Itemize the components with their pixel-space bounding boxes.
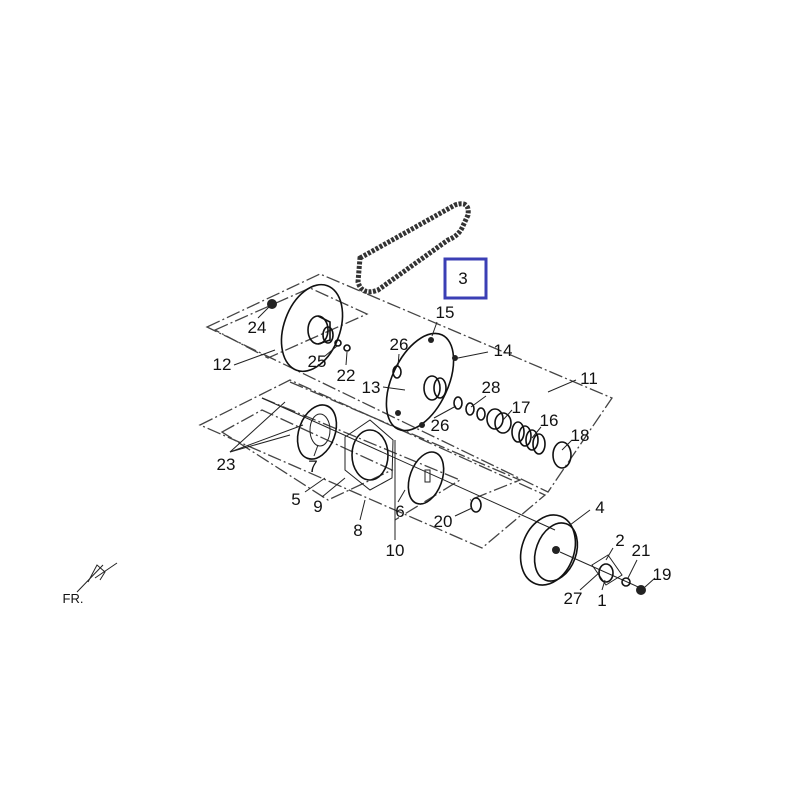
assembly-frame-12	[213, 287, 369, 359]
assembly-frame-5	[220, 409, 394, 501]
callout-11[interactable]: 11	[580, 369, 598, 388]
assembly-frame-11	[205, 273, 613, 493]
assembly-frame-inner	[289, 381, 522, 501]
callout-18[interactable]: 18	[571, 426, 590, 445]
clutch-outer	[519, 514, 646, 595]
front-direction-arrow-icon	[76, 562, 118, 593]
callout-21[interactable]: 21	[632, 541, 651, 560]
callout-15[interactable]: 15	[436, 303, 455, 322]
driven-face	[385, 332, 458, 432]
callout-28[interactable]: 28	[482, 378, 501, 397]
callout-5[interactable]: 5	[291, 490, 300, 509]
drive-belt	[355, 201, 471, 295]
clutch-assembly	[261, 397, 556, 531]
callout-7[interactable]: 7	[308, 457, 317, 476]
callout-26b[interactable]: 26	[431, 416, 450, 435]
callout-2[interactable]: 2	[615, 531, 624, 550]
callout-4[interactable]: 4	[595, 498, 604, 517]
leader-lines	[229, 305, 656, 591]
spring-parts	[453, 396, 572, 469]
callout-24[interactable]: 24	[248, 318, 267, 337]
assembly-frame-lower	[261, 397, 462, 521]
callout-8[interactable]: 8	[353, 521, 362, 540]
callout-13[interactable]: 13	[362, 378, 381, 397]
callout-22[interactable]: 22	[337, 366, 356, 385]
callout-3[interactable]: 3	[458, 269, 467, 288]
assembly-frame-clutch	[198, 379, 547, 549]
callout-1[interactable]: 1	[597, 591, 606, 610]
callout-9[interactable]: 9	[313, 497, 322, 516]
callout-6[interactable]: 6	[395, 502, 404, 521]
callout-10[interactable]: 10	[386, 541, 405, 560]
callout-16[interactable]: 16	[540, 411, 559, 430]
highlight-box	[443, 257, 488, 300]
callout-26[interactable]: 26	[390, 335, 409, 354]
callout-23[interactable]: 23	[217, 455, 236, 474]
callout-25[interactable]: 25	[308, 352, 327, 371]
callout-20[interactable]: 20	[434, 512, 453, 531]
callout-17[interactable]: 17	[512, 398, 531, 417]
callout-19[interactable]: 19	[653, 565, 672, 584]
callout-14[interactable]: 14	[494, 341, 513, 360]
front-direction-label: FR.	[63, 591, 84, 606]
callout-12[interactable]: 12	[213, 355, 232, 374]
callout-27[interactable]: 27	[564, 589, 583, 608]
